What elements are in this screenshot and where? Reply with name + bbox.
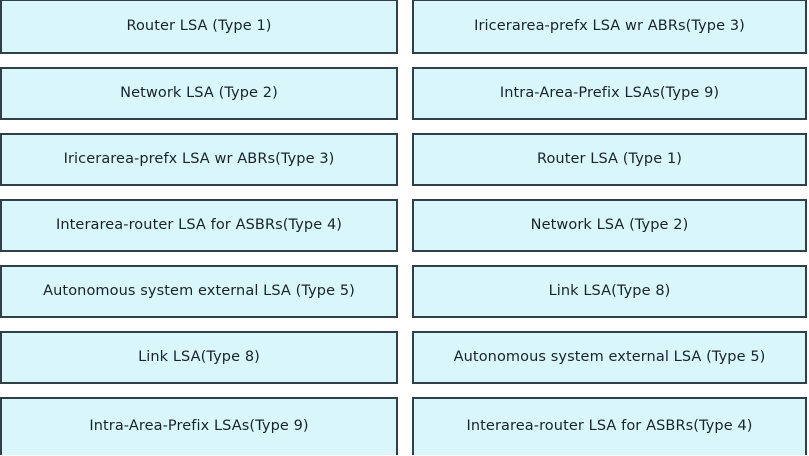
lsa-box[interactable]: Network LSA (Type 2) [412, 199, 807, 252]
lsa-box[interactable]: Network LSA (Type 2) [0, 67, 398, 120]
right-column: Iricerarea-prefx LSA wr ABRs(Type 3) Int… [412, 0, 807, 456]
left-column: Router LSA (Type 1) Network LSA (Type 2)… [0, 0, 398, 456]
lsa-box-label: Link LSA(Type 8) [548, 282, 671, 299]
lsa-box[interactable]: Interarea-router LSA for ASBRs(Type 4) [0, 199, 398, 252]
lsa-box[interactable]: Link LSA(Type 8) [0, 331, 398, 384]
lsa-box-label: Autonomous system external LSA (Type 5) [43, 282, 355, 299]
lsa-box[interactable]: Router LSA (Type 1) [0, 0, 398, 54]
lsa-box-label: Interarea-router LSA for ASBRs(Type 4) [55, 216, 343, 233]
lsa-box-label: Iricerarea-prefx LSA wr ABRs(Type 3) [474, 17, 745, 34]
lsa-box-label: Router LSA (Type 1) [126, 17, 272, 34]
lsa-box-label: Intra-Area-Prefix LSAs(Type 9) [89, 418, 309, 435]
lsa-box-label: Autonomous system external LSA (Type 5) [453, 348, 766, 365]
lsa-box[interactable]: Iricerarea-prefx LSA wr ABRs(Type 3) [412, 0, 807, 54]
lsa-box[interactable]: Link LSA(Type 8) [412, 265, 807, 318]
lsa-box[interactable]: Interarea-router LSA for ASBRs(Type 4) [412, 397, 807, 455]
lsa-box[interactable]: Intra-Area-Prefix LSAs(Type 9) [0, 397, 398, 455]
lsa-box[interactable]: Autonomous system external LSA (Type 5) [0, 265, 398, 318]
lsa-box-label: Link LSA(Type 8) [138, 348, 260, 365]
lsa-box-label: Intra-Area-Prefix LSAs(Type 9) [499, 84, 720, 101]
lsa-box[interactable]: Autonomous system external LSA (Type 5) [412, 331, 807, 384]
lsa-box-label: Router LSA (Type 1) [536, 150, 683, 167]
lsa-box[interactable]: Intra-Area-Prefix LSAs(Type 9) [412, 67, 807, 120]
lsa-box-label: Interarea-router LSA for ASBRs(Type 4) [466, 418, 753, 435]
lsa-box-label: Network LSA (Type 2) [120, 84, 278, 101]
lsa-box-label: Network LSA (Type 2) [530, 216, 689, 233]
lsa-box[interactable]: Router LSA (Type 1) [412, 133, 807, 186]
lsa-box[interactable]: Iricerarea-prefx LSA wr ABRs(Type 3) [0, 133, 398, 186]
lsa-box-label: Iricerarea-prefx LSA wr ABRs(Type 3) [63, 150, 335, 167]
